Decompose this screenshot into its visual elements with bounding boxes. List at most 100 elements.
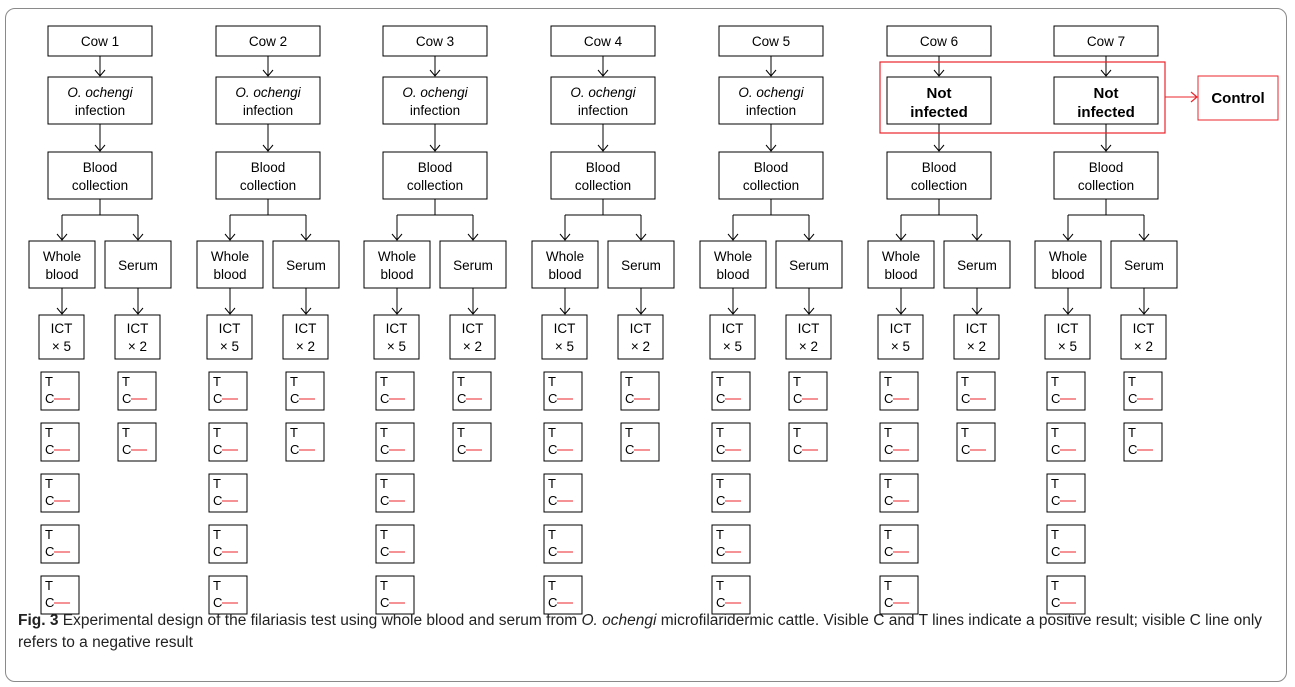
cow-7-ict-whole-label: ICT xyxy=(1057,321,1079,336)
cow-4-whole-strip-3-t-label: T xyxy=(548,476,556,491)
cow-1-ict-serum-repeat: × 2 xyxy=(128,339,147,354)
cow-6-whole-strip-5-c-label: C xyxy=(884,595,893,610)
cow-4-arrow-1-head xyxy=(597,69,609,77)
cow-7-ict-serum-repeat: × 2 xyxy=(1134,339,1153,354)
cow-2-blood-line2: collection xyxy=(240,178,296,193)
cow-7-status-box xyxy=(1053,76,1159,125)
cow-1-ict-whole-label: ICT xyxy=(51,321,73,336)
cow-7-ict-serum-box xyxy=(1120,314,1167,360)
cow-7-blood-line2: collection xyxy=(1078,178,1134,193)
cow-4-ict-serum-label: ICT xyxy=(630,321,652,336)
cow-2-status-line1: O. ochengi xyxy=(235,85,301,100)
cow-6-arrow-2-head xyxy=(933,144,945,152)
cow-5-blood-box xyxy=(718,151,824,200)
cow-3-serum-strip-1-c-label: C xyxy=(457,391,466,406)
cow-3-whole-strip-3-t-label: T xyxy=(380,476,388,491)
cow-1-whole-strip-3-c-label: C xyxy=(45,493,54,508)
cow-2-blood-line1: Blood xyxy=(251,160,286,175)
cow-4-whole-strip-4-c-label: C xyxy=(548,544,557,559)
cow-5-whole-strip-1-box xyxy=(711,371,751,411)
cow-2-whole-strip-1-c-label: C xyxy=(213,391,222,406)
cow-5-serum-label: Serum xyxy=(789,258,829,273)
cow-2-whole-strip-2-box xyxy=(208,422,248,462)
cow-5-blood-line1: Blood xyxy=(754,160,789,175)
cow-2-ict-serum-repeat: × 2 xyxy=(296,339,315,354)
cow-2-arrow-1-head xyxy=(262,69,274,77)
cow-5-ict-whole-repeat: × 5 xyxy=(723,339,742,354)
cow-5-whole-strip-2-c-label: C xyxy=(716,442,725,457)
cow-7-whole-strip-3-t-label: T xyxy=(1051,476,1059,491)
cow-4-blood-line2: collection xyxy=(575,178,631,193)
cow-1-arrow-1-head xyxy=(94,69,106,77)
cow-3-whole-strip-4-t-label: T xyxy=(380,527,388,542)
cow-1-ict-serum-box xyxy=(114,314,161,360)
cow-3-whole-line1: Whole xyxy=(378,249,416,264)
cow-4-label: Cow 4 xyxy=(584,34,623,49)
cow-5-status-line2: infection xyxy=(746,103,796,118)
cow-1-whole-strip-5-t-label: T xyxy=(45,578,53,593)
cow-1-serum-box xyxy=(104,240,172,289)
cow-6-label: Cow 6 xyxy=(920,34,958,49)
cow-6-serum-label: Serum xyxy=(957,258,997,273)
cow-7-whole-strip-2-c-label: C xyxy=(1051,442,1060,457)
cow-4-whole-box xyxy=(531,240,599,289)
cow-3-serum-box xyxy=(439,240,507,289)
cow-6-whole-strip-3-box xyxy=(879,473,919,513)
cow-2-whole-strip-3-c-label: C xyxy=(213,493,222,508)
cow-3-serum-strip-1-t-label: T xyxy=(457,374,465,389)
cow-3-arrow-serum-head xyxy=(467,233,479,241)
cow-1-status-line1: O. ochengi xyxy=(67,85,133,100)
cow-3-blood-line1: Blood xyxy=(418,160,453,175)
cow-2-whole-strip-1-t-label: T xyxy=(213,374,221,389)
cow-7-whole-strip-4-box xyxy=(1046,524,1086,564)
cow-2-serum-strip-2-t-label: T xyxy=(290,425,298,440)
caption-species: O. ochengi xyxy=(581,612,657,629)
cow-2-ict-serum-box xyxy=(282,314,329,360)
cow-3-ict-serum-label: ICT xyxy=(462,321,484,336)
cow-6-ict-whole-box xyxy=(877,314,924,360)
cow-6-serum-strip-1-c-label: C xyxy=(961,391,970,406)
cow-2-arrow-ict-serum-head xyxy=(300,307,312,315)
cow-1-whole-strip-5-box xyxy=(40,575,80,615)
cow-2-box xyxy=(215,25,321,57)
cow-4-whole-line1: Whole xyxy=(546,249,584,264)
cow-3-whole-strip-5-c-label: C xyxy=(380,595,389,610)
cow-5-whole-strip-3-t-label: T xyxy=(716,476,724,491)
cow-1-whole-strip-1-c-label: C xyxy=(45,391,54,406)
cow-6-whole-strip-1-box xyxy=(879,371,919,411)
cow-1-blood-line1: Blood xyxy=(83,160,118,175)
cow-7-whole-box xyxy=(1034,240,1102,289)
cow-3-whole-line2: blood xyxy=(380,267,413,282)
cow-2-serum-label: Serum xyxy=(286,258,326,273)
cow-7-whole-strip-2-t-label: T xyxy=(1051,425,1059,440)
cow-6-ict-whole-repeat: × 5 xyxy=(891,339,910,354)
cow-7-ict-whole-repeat: × 5 xyxy=(1058,339,1077,354)
cow-4-whole-strip-3-c-label: C xyxy=(548,493,557,508)
cow-5-arrow-serum-head xyxy=(803,233,815,241)
cow-4-status-line2: infection xyxy=(578,103,628,118)
cow-3-ict-whole-label: ICT xyxy=(386,321,408,336)
cow-7-serum-strip-2-box xyxy=(1123,422,1163,462)
cow-1-whole-strip-1-box xyxy=(40,371,80,411)
cow-4-whole-strip-4-box xyxy=(543,524,583,564)
cow-1-serum-strip-2-t-label: T xyxy=(122,425,130,440)
caption-text-before: Experimental design of the filariasis te… xyxy=(58,612,582,629)
cow-1-label: Cow 1 xyxy=(81,34,119,49)
cow-3-whole-box xyxy=(363,240,431,289)
cow-3-whole-strip-4-box xyxy=(375,524,415,564)
cow-2-serum-strip-1-c-label: C xyxy=(290,391,299,406)
cow-4-whole-strip-5-c-label: C xyxy=(548,595,557,610)
cow-2-whole-strip-4-t-label: T xyxy=(213,527,221,542)
cow-5-whole-box xyxy=(699,240,767,289)
cow-4-serum-strip-1-box xyxy=(620,371,660,411)
cow-2-whole-strip-1-box xyxy=(208,371,248,411)
cow-5-serum-strip-1-t-label: T xyxy=(793,374,801,389)
cow-5-status-box xyxy=(718,76,824,125)
cow-3-label: Cow 3 xyxy=(416,34,454,49)
cow-4-whole-strip-2-t-label: T xyxy=(548,425,556,440)
cow-3-status-box xyxy=(382,76,488,125)
cow-7-whole-strip-3-box xyxy=(1046,473,1086,513)
cow-4-whole-strip-4-t-label: T xyxy=(548,527,556,542)
cow-4-arrow-ict-serum-head xyxy=(635,307,647,315)
cow-7-serum-strip-2-c-label: C xyxy=(1128,442,1137,457)
